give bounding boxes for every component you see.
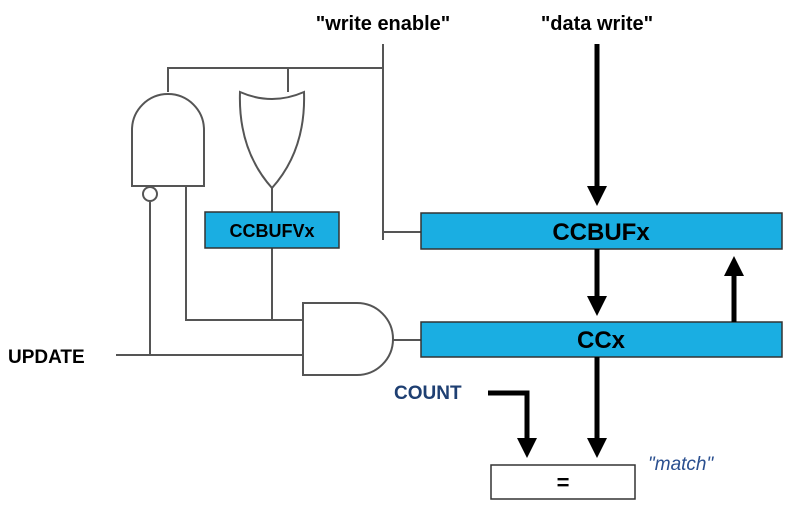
ccbufx-register: [420, 212, 783, 250]
comparator-label: =: [557, 470, 570, 495]
or-gate: [238, 90, 306, 190]
data-write-label: "data write": [541, 13, 653, 35]
count-to-comparator-arrow: [488, 390, 537, 458]
write-enable-label: "write enable": [316, 13, 451, 35]
comparator-box: [490, 464, 636, 500]
inverter-bubble: [142, 186, 158, 202]
ccbufx-label: CCBUFx: [552, 219, 650, 246]
update-label: UPDATE: [8, 347, 85, 368]
match-label: "match": [648, 454, 714, 475]
ccx-label: CCx: [577, 327, 626, 354]
data-arrows: [488, 44, 744, 458]
ccbufvx-register: [204, 211, 340, 249]
ccbufvx-label: CCBUFVx: [229, 221, 314, 241]
control-wires: [116, 44, 421, 398]
and-gate-top: [131, 93, 205, 187]
and-gate-bottom: [302, 302, 394, 376]
count-label: COUNT: [394, 383, 462, 404]
ccx-register: [420, 321, 783, 358]
